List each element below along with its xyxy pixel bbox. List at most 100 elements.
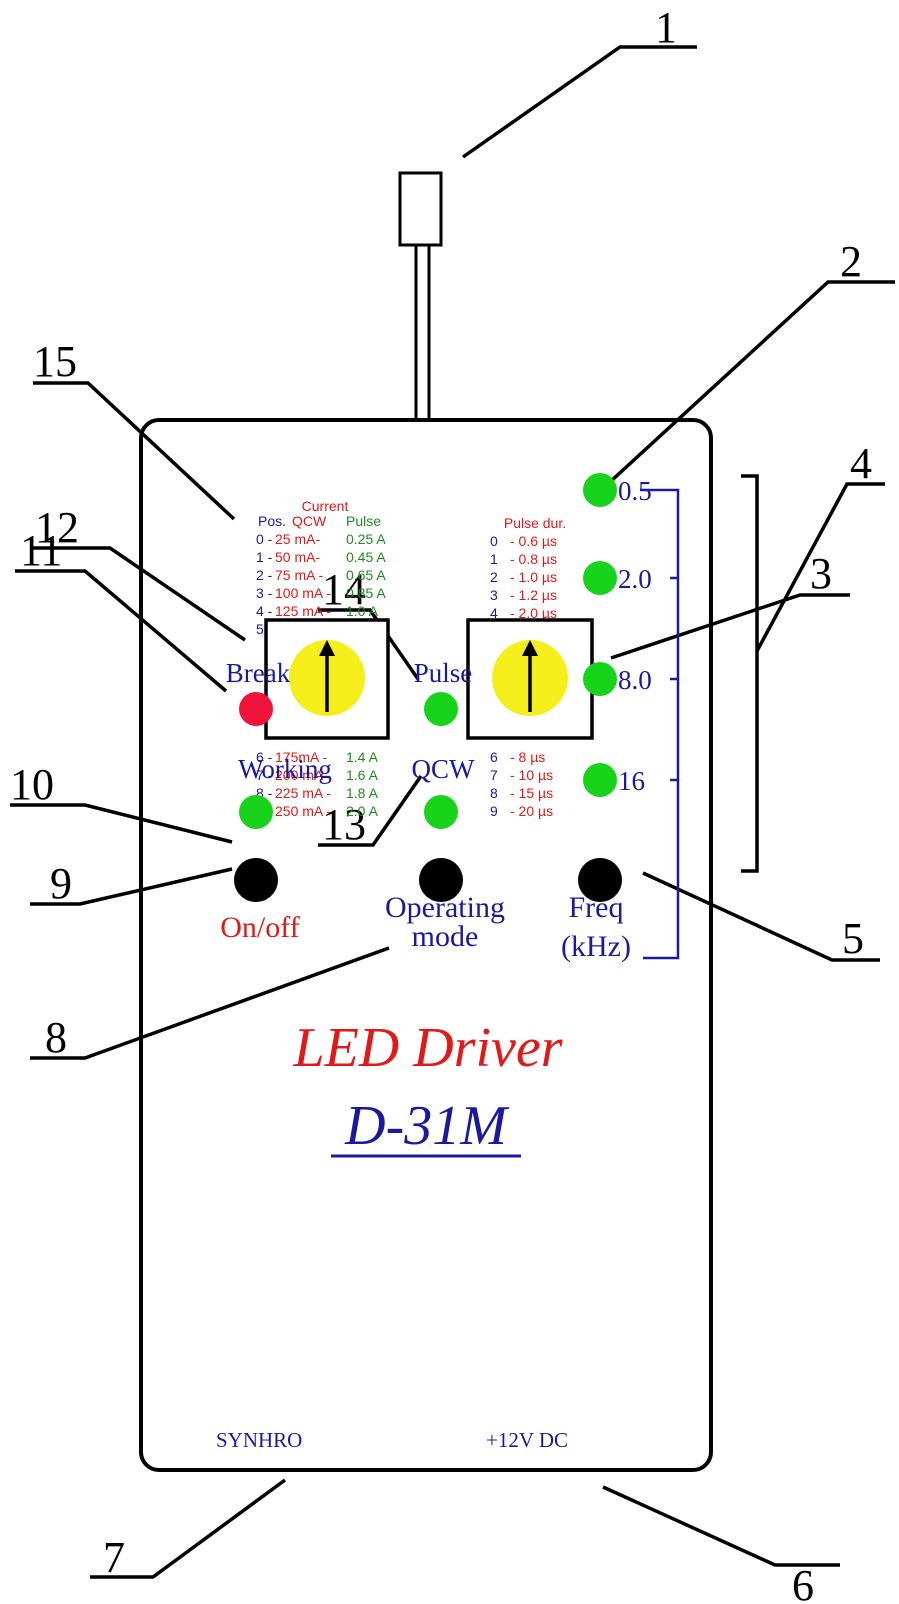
pulse-row-pos: 4 xyxy=(490,605,498,621)
qcw-led xyxy=(424,795,458,829)
current-row-qcw: 225 mA - xyxy=(275,785,331,801)
freq-label-16: 16 xyxy=(618,766,645,796)
pulse-row-pos: 1 xyxy=(490,551,498,567)
current-row-pulse: 1.8 A xyxy=(346,785,379,801)
callout-1: 1 xyxy=(655,3,677,52)
current-row-pulse: 1.4 A xyxy=(346,749,379,765)
callout-11: 11 xyxy=(20,526,62,575)
freq-led-16 xyxy=(583,763,617,797)
current-row-pulse: 1.6 A xyxy=(346,767,379,783)
pulse-row-dur: - 1.2 µs xyxy=(510,587,557,603)
pulse-row-dur: - 2.0 µs xyxy=(510,605,557,621)
current-rotary-switch[interactable] xyxy=(264,618,390,740)
title-led-driver: LED Driver xyxy=(292,1017,562,1079)
on-off-button[interactable] xyxy=(234,858,278,902)
pulse-row-pos: 7 xyxy=(490,767,498,783)
callout-15: 15 xyxy=(33,337,77,386)
pulse-row-dur: - 20 µs xyxy=(510,803,553,819)
freq-label-0-5: 0.5 xyxy=(618,476,652,506)
pulse-row-pos: 6 xyxy=(490,749,498,765)
buttons-row: On/off Operating mode Freq (kHz) xyxy=(220,858,631,963)
callout-6: 6 xyxy=(792,1561,814,1604)
current-row-pos: 0 - xyxy=(256,531,273,547)
status-section: Break Working Pulse QCW xyxy=(226,658,475,829)
pulse-row-pos: 8 xyxy=(490,785,498,801)
current-row-qcw: 50 mA- xyxy=(275,549,320,565)
current-row-pulse: 1.0 A xyxy=(346,603,379,619)
operating-mode-button[interactable] xyxy=(419,858,463,902)
current-row-pos: 7 - xyxy=(256,767,273,783)
freq-text-label: Freq xyxy=(569,891,624,924)
callout-10: 10 xyxy=(10,760,54,809)
pulse-duration-rotary-switch[interactable] xyxy=(466,618,594,740)
callout-13: 13 xyxy=(322,800,366,849)
title-model: D-31M xyxy=(344,1095,510,1157)
callout-8: 8 xyxy=(45,1013,67,1062)
current-row-qcw: 125 mA - xyxy=(275,603,331,619)
callout-7: 7 xyxy=(103,1533,125,1582)
callout-9: 9 xyxy=(50,859,72,908)
current-row-pulse: 0.65 A xyxy=(346,567,386,583)
callout-3: 3 xyxy=(810,549,832,598)
header-qcw: QCW xyxy=(292,513,327,529)
freq-label-2-0: 2.0 xyxy=(618,564,652,594)
callout-5: 5 xyxy=(842,914,864,963)
pulse-led xyxy=(424,692,458,726)
current-row-qcw: 100 mA - xyxy=(275,585,331,601)
arrow-up-icon xyxy=(319,640,335,656)
qcw-label: QCW xyxy=(412,754,476,784)
khz-label: (kHz) xyxy=(561,930,631,963)
pulse-row-dur: - 0.6 µs xyxy=(510,533,557,549)
mode-label: mode xyxy=(412,920,479,953)
current-row-qcw: 250 mA - xyxy=(275,803,331,819)
pulse-row-dur: - 0.8 µs xyxy=(510,551,557,567)
callout-12: 12 xyxy=(35,503,79,552)
callout-2: 2 xyxy=(840,237,862,286)
freq-button[interactable] xyxy=(578,858,622,902)
arrow-up-icon xyxy=(522,640,538,656)
header-pulse: Pulse xyxy=(346,513,381,529)
header-pos: Pos. xyxy=(258,513,286,529)
pulse-row-pos: 2 xyxy=(490,569,498,585)
operating-label: Operating xyxy=(385,891,505,924)
freq-label-8-0: 8.0 xyxy=(618,665,652,695)
callout-leaders xyxy=(10,45,895,1579)
break-label: Break xyxy=(226,658,291,688)
freq-led-0-5 xyxy=(583,473,617,507)
current-row-pos: 4 - xyxy=(256,603,273,619)
callout-numbers: 1 2 3 4 5 6 7 8 9 10 11 12 13 14 15 xyxy=(10,3,872,1604)
current-row-qcw: 175mA - xyxy=(275,749,327,765)
callout-14: 14 xyxy=(322,565,366,614)
working-led xyxy=(239,795,273,829)
freq-led-2-0 xyxy=(583,561,617,595)
pulse-row-pos: 0 xyxy=(490,533,498,549)
current-row-qcw: 25 mA- xyxy=(275,531,320,547)
break-led xyxy=(239,692,273,726)
current-row-pulse: 0.45 A xyxy=(346,549,386,565)
pulse-row-dur: - 10 µs xyxy=(510,767,553,783)
frequency-indicator: 0.5 2.0 8.0 16 xyxy=(583,473,680,960)
current-row-pos: 2 - xyxy=(256,567,273,583)
current-row-qcw: 200 mA - xyxy=(275,767,331,783)
current-row-pos: 3 - xyxy=(256,585,273,601)
pulse-row-dur: - 1.0 µs xyxy=(510,569,557,585)
pulse-row-dur: - 8 µs xyxy=(510,749,545,765)
on-off-label: On/off xyxy=(220,911,299,944)
pulse-row-pos: 9 xyxy=(490,803,498,819)
callout-4: 4 xyxy=(850,439,872,488)
current-row-pos: 6 - xyxy=(256,749,273,765)
pulse-row-dur: - 15 µs xyxy=(510,785,553,801)
power-label: +12V DC xyxy=(486,1428,568,1452)
current-title: Current xyxy=(302,498,349,514)
current-row-pulse: 2.0 A xyxy=(346,803,379,819)
probe-connector xyxy=(398,171,443,420)
current-row-qcw: 75 mA - xyxy=(275,567,324,583)
device-title: LED Driver D-31M xyxy=(292,1017,563,1158)
current-rows-bottom: 6 -175mA -1.4 A7 -200 mA -1.6 A8 -225 mA… xyxy=(256,749,379,819)
current-row-pos: 1 - xyxy=(256,549,273,565)
pulse-label: Pulse xyxy=(414,658,473,688)
pulse-rows-bottom: 6 - 8 µs 7 - 10 µs 8 - 15 µs 9 - 20 µs xyxy=(490,749,553,819)
pulse-row-pos: 3 xyxy=(490,587,498,603)
freq-led-8-0 xyxy=(583,662,617,696)
